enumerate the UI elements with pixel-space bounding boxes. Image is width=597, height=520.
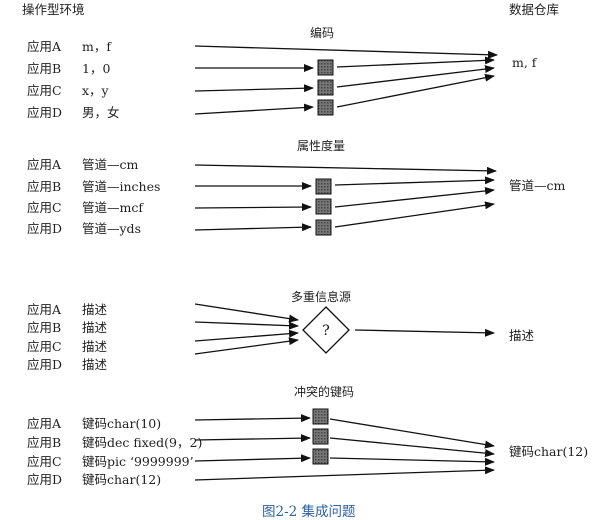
key-value: 键码char(10): [82, 416, 162, 431]
description-target: 描述: [509, 328, 535, 343]
arrow-line: [194, 466, 495, 481]
key-value: 键码pic ‘9999999’: [82, 454, 194, 469]
encoding-value: 男，女: [82, 105, 120, 120]
arrow-line: [354, 328, 495, 337]
key-value: 键码dec fixed(9，2): [82, 435, 203, 450]
key-value: 键码char(12): [82, 472, 162, 487]
arrow-line: [194, 337, 299, 355]
arrow-line: [334, 176, 495, 186]
arrow-line: [194, 414, 311, 423]
arrow-line: [336, 56, 495, 68]
app-label: 应用A: [27, 39, 62, 54]
section-keys-title: 冲突的键码: [294, 385, 355, 399]
app-label: 应用D: [27, 221, 63, 236]
arrow-line: [194, 203, 312, 212]
section-encoding-title: 编码: [310, 26, 335, 40]
transform-box: [312, 408, 329, 425]
arrow-line: [194, 103, 314, 115]
arrow-line: [334, 201, 495, 228]
arrow-line: [334, 186, 495, 208]
arrow-line: [194, 303, 299, 323]
arrow-line: [329, 457, 495, 466]
transform-box: [315, 198, 332, 215]
encoding-value: x，y: [82, 83, 109, 98]
transform-box: [312, 428, 329, 445]
app-label: 应用C: [27, 339, 62, 354]
measure-value: 管道—yds: [82, 221, 141, 236]
section-multisource-title: 多重信息源: [291, 290, 352, 304]
arrow-line: [194, 321, 299, 330]
app-label: 应用D: [27, 105, 63, 120]
encoding-value: m，f: [82, 39, 111, 54]
app-label: 应用B: [27, 61, 62, 76]
arrow-line: [194, 454, 311, 463]
arrow-line: [336, 73, 495, 108]
section-measure-title: 属性度量: [297, 139, 346, 153]
operational-env-header: 操作型环境: [22, 2, 85, 17]
arrow-line: [194, 84, 314, 93]
description-value: 描述: [82, 302, 108, 317]
app-label: 应用D: [27, 357, 63, 372]
app-label: 应用A: [27, 157, 62, 172]
app-label: 应用C: [27, 200, 62, 215]
app-label: 应用A: [27, 302, 62, 317]
measure-value: 管道—cm: [82, 157, 139, 172]
app-label: 应用C: [27, 454, 62, 469]
key-target: 键码char(12): [509, 444, 589, 459]
figure-caption: 图2-2 集成问题: [262, 504, 356, 520]
arrow-line: [194, 164, 497, 175]
encoding-value: 1，0: [82, 61, 111, 76]
arrow-line: [329, 418, 495, 449]
app-label: 应用A: [27, 416, 62, 431]
arrow-line: [329, 437, 495, 458]
app-label: 应用B: [27, 179, 62, 194]
measure-value: 管道—inches: [82, 179, 161, 194]
arrow-line: [336, 65, 495, 88]
diamond-question-mark: ?: [322, 323, 330, 339]
arrow-line: [194, 223, 312, 232]
transform-box: [315, 178, 332, 195]
encoding-target: m, f: [512, 55, 537, 70]
description-value: 描述: [82, 320, 108, 335]
decision-diamond: [302, 306, 350, 354]
app-label: 应用D: [27, 472, 63, 487]
transform-box: [312, 448, 329, 465]
app-label: 应用B: [27, 435, 62, 450]
arrow-line: [194, 434, 311, 443]
data-warehouse-header: 数据仓库: [509, 2, 560, 17]
arrow-line: [194, 329, 299, 342]
description-value: 描述: [82, 357, 108, 372]
transform-box: [317, 99, 334, 116]
measure-value: 管道—mcf: [82, 200, 143, 215]
app-label: 应用B: [27, 320, 62, 335]
transform-box: [315, 219, 332, 236]
transform-box: [317, 79, 334, 96]
transform-box: [317, 59, 334, 76]
app-label: 应用C: [27, 83, 62, 98]
arrow-line: [194, 45, 498, 59]
description-value: 描述: [82, 339, 108, 354]
measure-target: 管道—cm: [509, 178, 566, 193]
